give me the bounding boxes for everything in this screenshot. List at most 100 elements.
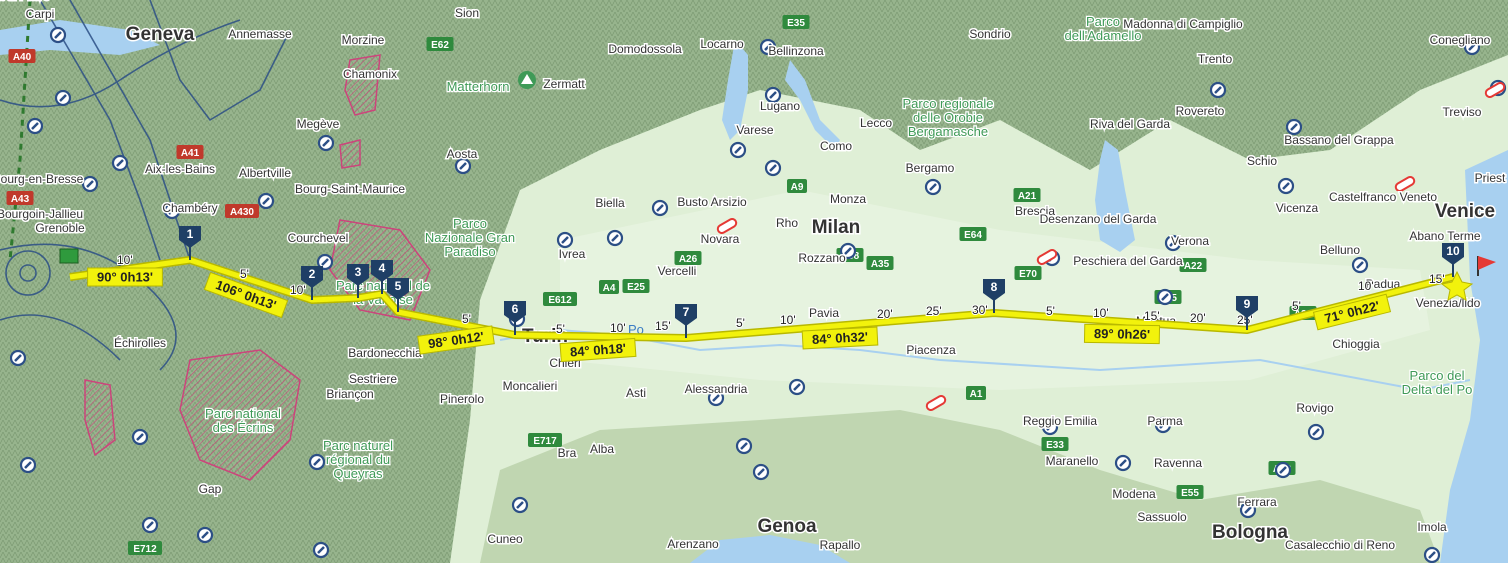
airfield-icon[interactable]	[312, 541, 330, 559]
airfield-icon[interactable]	[26, 117, 44, 135]
city-label-chamonix[interactable]: Chamonix	[341, 66, 398, 83]
city-label-sondrio[interactable]: Sondrio	[968, 26, 1013, 43]
city-label-morzine[interactable]: Morzine	[340, 32, 386, 49]
city-label-bra[interactable]: Bra	[556, 445, 578, 462]
city-label-annemasse[interactable]: Annemasse	[227, 26, 294, 43]
city-label-alessandria[interactable]: Alessandria	[683, 381, 749, 398]
city-label-venice[interactable]: Venice	[1433, 200, 1496, 224]
city-label-biella[interactable]: Biella	[594, 195, 627, 212]
restricted-zone-icon[interactable]	[1484, 82, 1506, 99]
airfield-icon[interactable]	[707, 389, 725, 407]
airfield-icon[interactable]	[54, 89, 72, 107]
waypoint-marker-6[interactable]: 6	[504, 301, 526, 335]
airfield-icon[interactable]	[1114, 454, 1132, 472]
airfield-icon[interactable]	[1041, 418, 1059, 436]
peak-matterhorn[interactable]: Matterhorn	[445, 71, 536, 95]
city-label-varese[interactable]: Varese	[735, 122, 775, 139]
city-label-courchevel[interactable]: Courchevel	[286, 230, 350, 247]
city-label-como[interactable]: Como	[818, 138, 853, 155]
city-label-modena[interactable]: Modena	[1111, 486, 1158, 503]
city-label-pinerolo[interactable]: Pinerolo	[438, 391, 485, 408]
city-label-reggio-emilia[interactable]: Reggio Emilia	[1021, 413, 1098, 430]
city-label-asti[interactable]: Asti	[624, 385, 647, 402]
city-label-locarno[interactable]: Locarno	[699, 36, 746, 53]
city-label-sassuolo[interactable]: Sassuolo	[1136, 509, 1189, 526]
airfield-icon[interactable]	[764, 159, 782, 177]
waypoint-marker-7[interactable]: 7	[675, 304, 697, 338]
city-label-bourgoin-jallieu[interactable]: Bourgoin-Jallieu	[0, 206, 85, 223]
city-label-bassano-del-grappa[interactable]: Bassano del Grappa	[1283, 132, 1396, 149]
city-label-castelfranco-veneto[interactable]: Castelfranco Veneto	[1327, 189, 1438, 206]
city-label-verona[interactable]: Verona	[1169, 233, 1210, 250]
restricted-zone-icon[interactable]	[1036, 249, 1058, 266]
city-label-bourg-en-bresse[interactable]: Bourg-en-Bresse	[0, 171, 85, 188]
airfield-icon[interactable]	[729, 141, 747, 159]
city-label-san-dona-di-piave[interactable]: San Donà di Piave	[0, 0, 52, 5]
city-label-abano-terme[interactable]: Abano Terme	[1408, 228, 1482, 245]
waypoint-marker-2[interactable]: 2	[301, 266, 323, 300]
city-label-gap[interactable]: Gap	[197, 481, 223, 498]
city-label-trento[interactable]: Trento	[1196, 51, 1234, 68]
city-label-maranello[interactable]: Maranello	[1044, 453, 1100, 470]
city-label-bellinzona[interactable]: Bellinzona	[767, 43, 826, 60]
airfield-icon[interactable]	[317, 134, 335, 152]
airfield-icon[interactable]	[1209, 81, 1227, 99]
airfield-icon[interactable]	[1164, 234, 1182, 252]
city-label-domodossola[interactable]: Domodossola	[607, 41, 684, 58]
city-label-grenoble[interactable]: Grenoble	[34, 220, 87, 237]
airfield-icon[interactable]	[651, 199, 669, 217]
city-label-pavia[interactable]: Pavia	[807, 305, 840, 322]
airfield-icon[interactable]	[1277, 177, 1295, 195]
airfield-icon[interactable]	[764, 86, 782, 104]
city-label-carpi[interactable]: Carpi	[24, 6, 56, 23]
city-label-belluno[interactable]: Belluno	[1318, 242, 1361, 259]
airfield-icon[interactable]	[1307, 423, 1325, 441]
airfield-icon[interactable]	[924, 178, 942, 196]
city-label-schio[interactable]: Schio	[1245, 153, 1278, 170]
city-label-albertville[interactable]: Albertville	[237, 165, 292, 182]
city-label-megeve[interactable]: Megève	[295, 116, 341, 133]
airfield-icon[interactable]	[735, 437, 753, 455]
destination-flag-icon[interactable]	[1477, 256, 1496, 276]
airfield-icon[interactable]	[163, 202, 181, 220]
city-label-novara[interactable]: Novara	[699, 231, 741, 248]
airfield-icon[interactable]	[1351, 256, 1369, 274]
airfield-icon[interactable]	[141, 516, 159, 534]
airfield-icon[interactable]	[308, 453, 326, 471]
city-label-cuneo[interactable]: Cuneo	[486, 531, 525, 548]
city-label-padua[interactable]: Padua	[1364, 276, 1402, 293]
airfield-icon[interactable]	[1154, 416, 1172, 434]
waypoint-marker-1[interactable]: 1	[179, 226, 201, 260]
airfield-icon[interactable]	[111, 154, 129, 172]
city-label-vicenza[interactable]: Vicenza	[1274, 200, 1320, 217]
city-label-sestriere[interactable]: Sestriere	[347, 371, 398, 388]
city-label-chambery[interactable]: Chambéry	[161, 200, 219, 217]
city-label-desenzano-del-garda[interactable]: Desenzano del Garda	[1038, 211, 1158, 228]
airfield-icon[interactable]	[1274, 461, 1292, 479]
airfield-icon[interactable]	[556, 231, 574, 249]
city-label-sion[interactable]: Sion	[453, 5, 480, 22]
airfield-icon[interactable]	[1423, 546, 1441, 563]
airfield-icon[interactable]	[752, 463, 770, 481]
city-label-moncalieri[interactable]: Moncalieri	[501, 378, 559, 395]
city-label-rho[interactable]: Rho	[774, 215, 799, 232]
airfield-icon[interactable]	[19, 456, 37, 474]
restricted-zone-icon[interactable]	[716, 218, 738, 235]
city-label-casalecchio-di-reno[interactable]: Casalecchio di Reno	[1283, 537, 1396, 554]
city-label-echirolles[interactable]: Échirolles	[112, 334, 167, 352]
airfield-icon[interactable]	[759, 38, 777, 56]
city-label-arenzano[interactable]: Arenzano	[666, 536, 721, 553]
city-label-riva-del-garda[interactable]: Riva del Garda	[1088, 116, 1171, 133]
airfield-icon[interactable]	[511, 496, 529, 514]
city-label-parma[interactable]: Parma	[1146, 413, 1185, 430]
city-label-rovereto[interactable]: Rovereto	[1174, 103, 1226, 120]
waypoint-marker-3[interactable]: 3	[347, 264, 369, 298]
city-label-ferrara[interactable]: Ferrara	[1236, 494, 1279, 511]
airfield-icon[interactable]	[606, 229, 624, 247]
airfield-icon[interactable]	[839, 242, 857, 260]
airfield-icon[interactable]	[196, 526, 214, 544]
city-label-rovigo[interactable]: Rovigo	[1295, 400, 1336, 417]
waypoint-marker-9[interactable]: 9	[1236, 296, 1258, 330]
city-label-ivrea[interactable]: Ivrea	[557, 246, 587, 263]
